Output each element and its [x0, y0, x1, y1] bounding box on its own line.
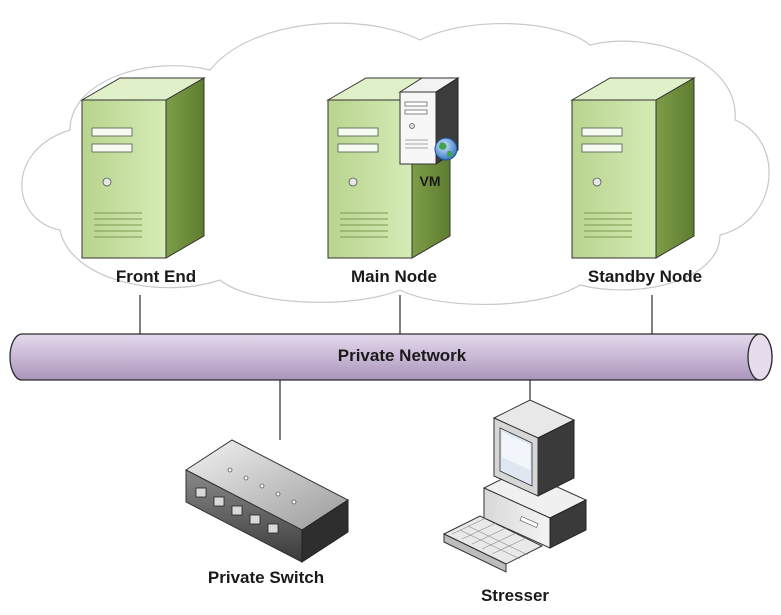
label-standby-node: Standby Node — [587, 267, 703, 286]
label-vm: VM — [419, 173, 441, 189]
desktop-computer-icon — [482, 399, 588, 549]
label-main-node: Main Node — [351, 267, 437, 286]
private-network-pipe — [9, 333, 773, 381]
label-private-network: Private Network — [337, 346, 467, 365]
server-icon — [570, 77, 696, 259]
globe-icon — [434, 137, 458, 161]
label-stresser: Stresser — [480, 586, 550, 605]
label-front-end: Front End — [115, 267, 197, 286]
label-private-switch: Private Switch — [207, 568, 325, 587]
network-switch-icon — [185, 439, 349, 563]
server-icon — [80, 77, 206, 259]
keyboard-icon — [442, 515, 544, 573]
